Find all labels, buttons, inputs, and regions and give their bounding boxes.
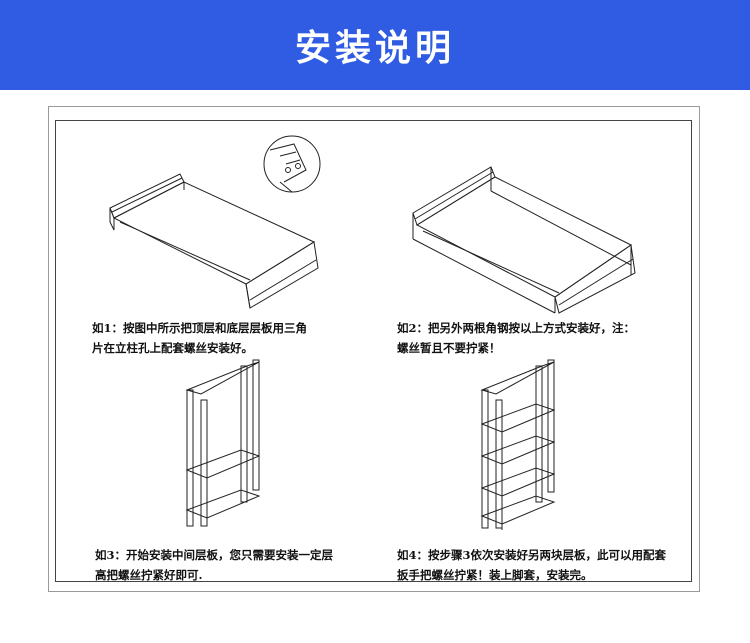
step-3-line-1: 如3：开始安装中间层板，您只需要安装一定层 xyxy=(95,548,333,562)
step-4-line-2: 扳手把螺丝拧紧！装上脚套，安装完。 xyxy=(397,568,593,582)
instruction-frame xyxy=(48,106,700,592)
two-level-shelf-frame-icon xyxy=(185,360,265,530)
step-4-line-1: 如4：按步骤3依次安装好另两块层板，此可以用配套 xyxy=(397,548,667,562)
five-tier-shelf-icon xyxy=(480,360,560,532)
step-1-caption: 如1：按图中所示把顶层和底层层板用三角 片在立柱孔上配套螺丝安装好。 xyxy=(92,318,307,358)
step-2-line-2: 螺丝暂且不要拧紧！ xyxy=(397,341,501,355)
header-banner: 安装说明 xyxy=(0,0,750,90)
step-2-caption: 如2：把另外两根角钢按以上方式安装好，注： 螺丝暂且不要拧紧！ xyxy=(397,318,635,358)
instruction-frame-inner xyxy=(55,120,692,582)
step-3-line-2: 高把螺丝拧紧好即可. xyxy=(95,568,203,582)
step-1-line-1: 如1：按图中所示把顶层和底层层板用三角 xyxy=(92,321,307,335)
page-title: 安装说明 xyxy=(294,28,455,69)
step-1-line-2: 片在立柱孔上配套螺丝安装好。 xyxy=(92,341,253,355)
step-3-caption: 如3：开始安装中间层板，您只需要安装一定层 高把螺丝拧紧好即可. xyxy=(95,545,333,585)
shelf-panels-with-bracket-detail-icon xyxy=(100,130,340,310)
step-4-caption: 如4：按步骤3依次安装好另两块层板，此可以用配套 扳手把螺丝拧紧！装上脚套，安装… xyxy=(397,545,666,585)
shelf-frame-with-posts-icon xyxy=(405,155,645,315)
step-2-line-1: 如2：把另外两根角钢按以上方式安装好，注： xyxy=(397,321,635,335)
